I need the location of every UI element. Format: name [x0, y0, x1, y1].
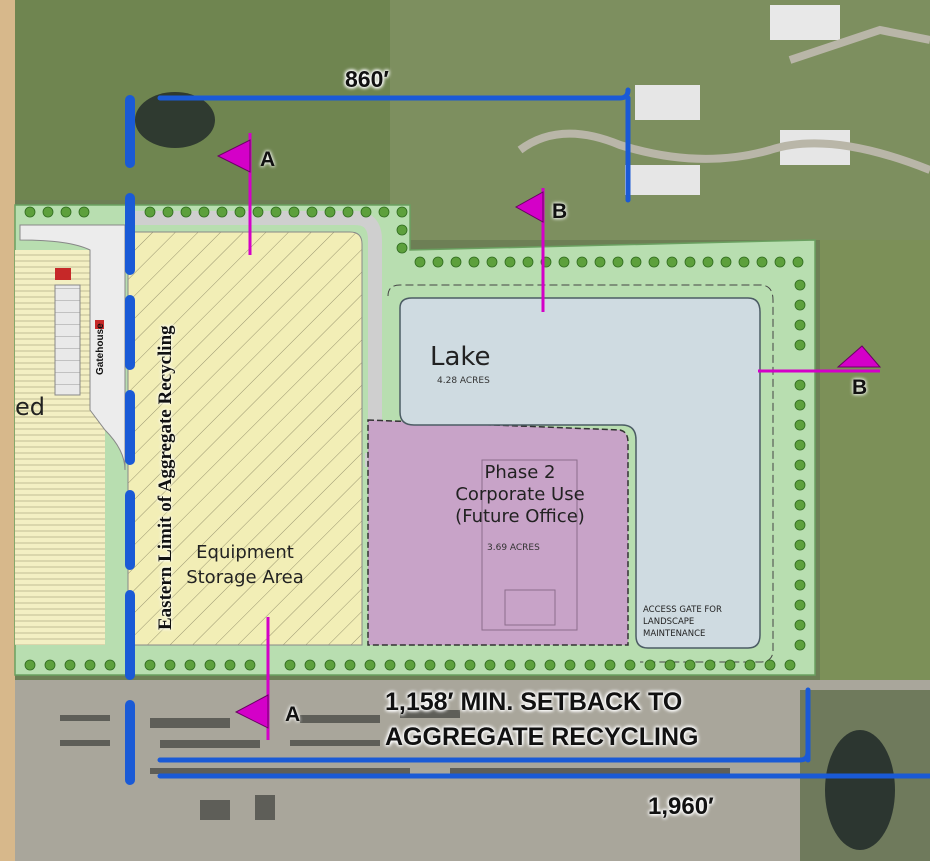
pond-se — [825, 730, 895, 850]
lake-path — [387, 284, 774, 663]
phase2-label: Phase 2 Corporate Use (Future Office) — [430, 462, 610, 528]
dimension-860: 860′ — [345, 66, 389, 92]
phase2-label-line3: (Future Office) — [455, 506, 585, 527]
section-b-right-arrow — [836, 345, 882, 368]
equipment-storage-label: Equipment Storage Area — [180, 540, 310, 590]
house — [625, 165, 700, 195]
section-a-top-label: A — [260, 148, 276, 171]
phase2-building-outline — [481, 459, 578, 631]
eastern-limit-label: Eastern Limit of Aggregate Recycling — [155, 325, 176, 630]
gatehouse-sign — [55, 268, 71, 280]
access-gate-label: ACCESS GATE FOR LANDSCAPE MAINTENANCE — [643, 604, 722, 640]
gatehouse-parking — [54, 284, 81, 396]
section-b-right-label: B — [852, 376, 868, 399]
access-gate-label-line3: MAINTENANCE — [643, 629, 706, 639]
lake — [399, 297, 761, 649]
equipment-storage-label-line1: Equipment — [196, 542, 294, 563]
phase2-stair — [504, 589, 556, 626]
house — [770, 5, 840, 40]
yard-equipment — [60, 710, 730, 820]
entrance-drive — [19, 224, 126, 471]
equipment-storage-area — [127, 231, 363, 646]
phase2-label-line2: Corporate Use — [455, 484, 585, 505]
setback-label-line2: AGGREGATE RECYCLING — [385, 723, 699, 751]
residential-road — [517, 129, 930, 174]
section-a-bottom-label: A — [285, 703, 301, 726]
lake-label: Lake — [430, 342, 491, 372]
pond-nw — [135, 92, 215, 148]
section-b-top-arrow — [514, 191, 544, 223]
gatehouse-marker — [95, 320, 104, 329]
setback-label-line1: 1,158′ MIN. SETBACK TO — [385, 688, 683, 716]
access-gate-label-line2: LANDSCAPE — [643, 617, 695, 627]
western-area-label-partial: ed — [15, 393, 45, 421]
internal-road — [128, 211, 382, 467]
section-arrows — [216, 139, 882, 729]
field-east — [820, 240, 930, 680]
dimension-lines — [157, 87, 930, 779]
dimension-1960: 1,960′ — [648, 793, 714, 820]
phase2-acres-label: 3.69 ACRES — [487, 543, 540, 553]
lake-acres-label: 4.28 ACRES — [437, 376, 490, 386]
access-gate-label-line1: ACCESS GATE FOR — [643, 605, 722, 615]
section-b-top-label: B — [552, 200, 568, 223]
phase2-area — [367, 419, 629, 646]
gatehouse-label: Gatehouse — [95, 323, 106, 375]
equipment-storage-label-line2: Storage Area — [186, 567, 304, 588]
house — [635, 85, 700, 120]
section-a-bottom-arrow — [234, 694, 269, 729]
residential-road — [788, 25, 930, 64]
phase2-label-line1: Phase 2 — [484, 462, 556, 483]
section-a-top-arrow — [216, 139, 251, 173]
